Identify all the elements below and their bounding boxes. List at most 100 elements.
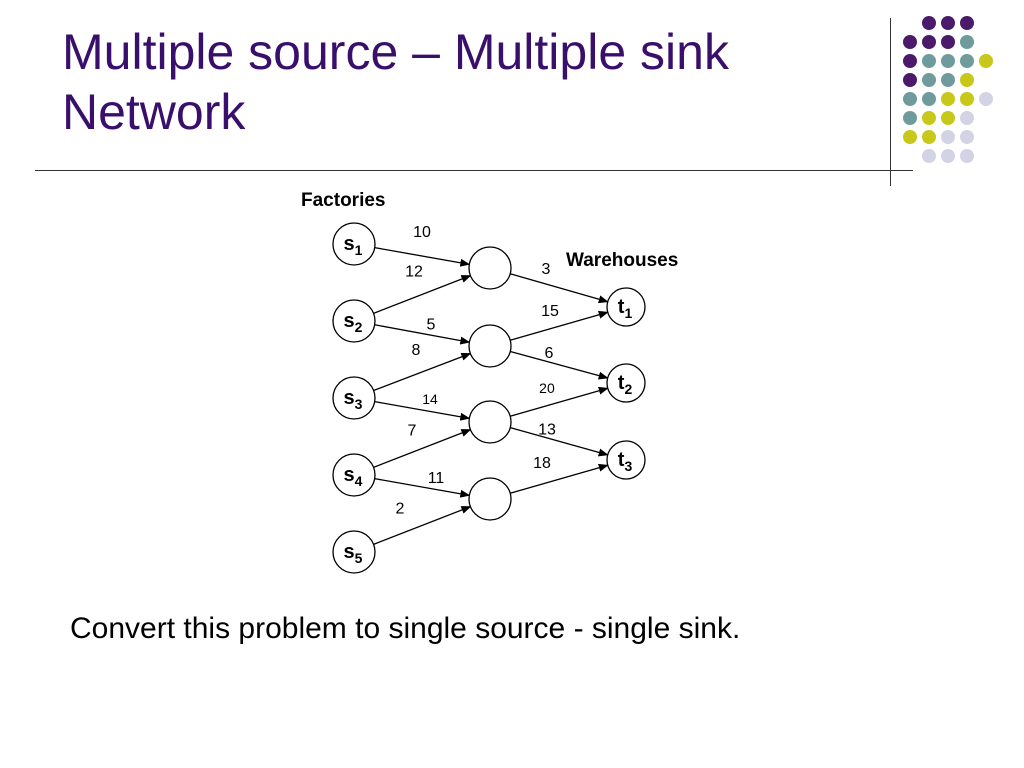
decorative-dot-purple: [922, 16, 936, 30]
edge-capacity-label: 10: [413, 224, 431, 241]
decorative-dot-yellow: [979, 54, 993, 68]
decorative-dot-purple: [941, 16, 955, 30]
edge-capacity-label: 15: [541, 303, 559, 320]
decorative-dot-yellow: [960, 73, 974, 87]
intermediate-node-m4: [468, 477, 512, 521]
title-divider-vertical: [890, 18, 891, 186]
intermediate-node-m3-circle: [468, 400, 512, 444]
source-node-s5: s5: [332, 530, 376, 574]
decorative-dot-yellow: [922, 130, 936, 144]
decorative-dot-purple: [941, 35, 955, 49]
decorative-dot-lavender: [941, 149, 955, 163]
edge-capacity-label: 11: [428, 470, 445, 487]
factories-label: Factories: [301, 190, 385, 211]
decorative-dot-lavender: [960, 149, 974, 163]
slide-title-line-1: Multiple source – Multiple sink: [62, 24, 729, 80]
decorative-dot-lavender: [941, 130, 955, 144]
edge-m3-t3: [510, 427, 609, 457]
edge-capacity-label: 5: [427, 317, 436, 334]
edge-capacity-label: 18: [533, 455, 551, 472]
slide-caption: Convert this problem to single source - …: [70, 612, 741, 645]
decorative-dot-yellow: [922, 111, 936, 125]
decorative-dot-purple: [960, 16, 974, 30]
source-node-s3: s3: [332, 376, 376, 420]
intermediate-node-m3: [468, 400, 512, 444]
edge-capacity-label: 7: [408, 423, 417, 440]
decorative-dot-teal: [922, 92, 936, 106]
edge-capacity-label: 6: [545, 345, 554, 362]
node-layer: s1 s2 s3 s4 s5 t1 t2 t3: [332, 222, 646, 574]
decorative-dot-teal: [903, 111, 917, 125]
decorative-dot-teal: [960, 54, 974, 68]
decorative-dot-purple: [903, 54, 917, 68]
sink-node-t3-label: t3: [618, 449, 633, 474]
decorative-dot-lavender: [960, 111, 974, 125]
edge-s3-m2: [373, 352, 472, 392]
edge-s2-m1: [373, 275, 472, 314]
edge-m2-t2: [510, 350, 609, 380]
slide-title-line-2: Network: [62, 84, 246, 140]
intermediate-node-m1: [468, 246, 512, 290]
decorative-dot-lavender: [922, 149, 936, 163]
edge-capacity-label: 14: [422, 391, 438, 407]
source-node-s4: s4: [332, 453, 376, 497]
edge-s3-m3: [374, 401, 471, 421]
decorative-dot-grid: [900, 10, 1010, 170]
source-node-s1-label: s1: [344, 233, 363, 258]
decorative-dot-teal: [960, 35, 974, 49]
edge-s2-m2: [374, 324, 471, 345]
edge-m1-t1: [510, 273, 609, 304]
decorative-dot-lavender: [979, 92, 993, 106]
edge-capacity-label: 2: [396, 501, 405, 518]
edge-s4-m3: [373, 429, 472, 468]
edge-capacity-label: 3: [542, 261, 551, 278]
source-node-s4-label: s4: [344, 464, 363, 489]
source-node-s2-circle: [332, 299, 376, 343]
edge-s1-m1: [374, 247, 471, 267]
warehouses-label: Warehouses: [566, 250, 678, 271]
edge-capacity-label: 12: [405, 264, 423, 281]
sink-node-t1-label: t1: [618, 296, 633, 321]
decorative-dot-teal: [922, 73, 936, 87]
source-node-s1: s1: [332, 222, 376, 266]
source-node-s2-label: s2: [344, 310, 363, 335]
source-node-s1-circle: [332, 222, 376, 266]
edge-m2-t1: [510, 310, 609, 341]
decorative-dot-teal: [941, 73, 955, 87]
source-node-s4-circle: [332, 453, 376, 497]
slide-title: Multiple source – Multiple sink Network: [62, 22, 729, 142]
source-node-s2: s2: [332, 299, 376, 343]
sink-node-t2: t2: [606, 363, 646, 403]
source-node-s5-label: s5: [344, 541, 363, 566]
sink-node-t3: t3: [606, 440, 646, 480]
decorative-dot-yellow: [903, 130, 917, 144]
intermediate-node-m2: [468, 324, 512, 368]
edge-capacity-label: 20: [539, 380, 555, 396]
decorative-dot-lavender: [960, 130, 974, 144]
sink-node-t1-circle: [606, 287, 646, 327]
source-node-s5-circle: [332, 530, 376, 574]
sink-node-t3-circle: [606, 440, 646, 480]
intermediate-node-m4-circle: [468, 477, 512, 521]
decorative-dot-purple: [903, 35, 917, 49]
edge-s4-m4: [374, 478, 471, 498]
decorative-dot-yellow: [941, 111, 955, 125]
decorative-dot-teal: [941, 54, 955, 68]
edge-s5-m4: [373, 506, 472, 545]
decorative-dot-teal: [922, 54, 936, 68]
decorative-dot-purple: [922, 35, 936, 49]
source-node-s3-label: s3: [344, 387, 363, 412]
sink-node-t2-label: t2: [618, 372, 633, 397]
edge-m3-t2: [510, 386, 609, 417]
decorative-dot-yellow: [960, 92, 974, 106]
title-divider-horizontal: [35, 170, 913, 171]
decorative-dot-teal: [903, 92, 917, 106]
edge-m4-t3: [510, 463, 609, 494]
sink-node-t1: t1: [606, 287, 646, 327]
sink-node-t2-circle: [606, 363, 646, 403]
intermediate-node-m2-circle: [468, 324, 512, 368]
edge-capacity-label: 13: [538, 421, 556, 438]
decorative-dot-purple: [903, 73, 917, 87]
